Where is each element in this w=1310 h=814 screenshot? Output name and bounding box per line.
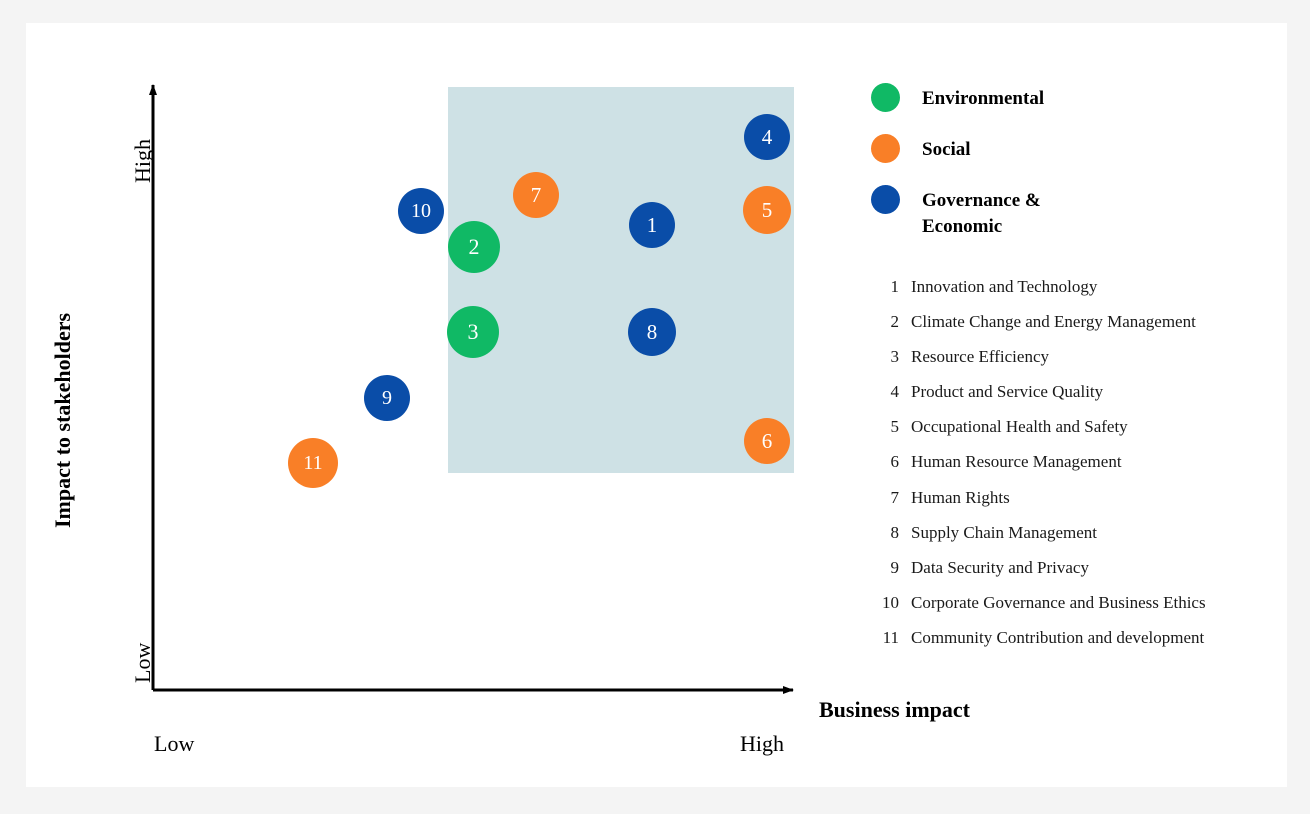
topic-key-list: 1 Innovation and Technology 2 Climate Chang… xyxy=(871,276,1291,662)
key-item-number: 9 xyxy=(890,557,900,577)
highlight-region xyxy=(448,87,794,473)
key-item-label: Climate Change and Energy Management xyxy=(911,312,1196,332)
key-list-item[interactable]: 9 Data Security and Privacy xyxy=(871,557,1291,579)
bubble-7[interactable]: 7 xyxy=(513,172,559,218)
bubble-10[interactable]: 10 xyxy=(398,188,444,234)
bubble-8[interactable]: 8 xyxy=(628,308,676,356)
key-list-item[interactable]: 6 Human Resource Management xyxy=(871,451,1291,473)
legend-item-social[interactable]: Social xyxy=(871,134,1271,163)
key-item-label: Community Contribution and development xyxy=(911,627,1205,647)
key-list-item[interactable]: 3 Resource Efficiency xyxy=(871,346,1291,368)
bubble-5[interactable]: 5 xyxy=(743,186,791,234)
key-list-item[interactable]: 1 Innovation and Technology xyxy=(871,276,1291,298)
key-item-label: Human Resource Management xyxy=(911,452,1122,472)
legend-item-label: Environmental xyxy=(922,88,1045,109)
legend-item-governance-economic[interactable]: Governance & Economic xyxy=(871,185,1271,239)
key-item-label: Occupational Health and Safety xyxy=(911,417,1128,437)
bubble-9[interactable]: 9 xyxy=(364,375,410,421)
legend-item-environmental[interactable]: Environmental xyxy=(871,83,1271,112)
legend-item-label: Governance & Economic xyxy=(922,190,1041,237)
key-list-item[interactable]: 2 Climate Change and Energy Management xyxy=(871,311,1291,333)
legend-swatch-icon xyxy=(871,185,900,214)
key-item-number: 5 xyxy=(890,417,900,437)
key-item-number: 10 xyxy=(882,592,899,612)
bubble-3[interactable]: 3 xyxy=(447,306,499,358)
bubble-4[interactable]: 4 xyxy=(744,114,790,160)
legend-swatch-icon xyxy=(871,134,900,163)
key-list-item[interactable]: 10 Corporate Governance and Business Ethi… xyxy=(871,592,1291,614)
key-item-number: 1 xyxy=(890,277,900,296)
axes xyxy=(149,84,794,694)
bubble-1[interactable]: 1 xyxy=(629,202,675,248)
key-list-item[interactable]: 8 Supply Chain Management xyxy=(871,522,1291,544)
key-item-label: Human Rights xyxy=(911,487,1010,507)
x-tick-low: Low xyxy=(154,731,195,756)
key-item-label: Corporate Governance and Business Ethics xyxy=(911,592,1206,612)
bubble-11[interactable]: 11 xyxy=(288,438,338,488)
key-item-number: 6 xyxy=(890,452,900,472)
key-list-item[interactable]: 7 Human Rights xyxy=(871,487,1291,509)
bubble-6[interactable]: 6 xyxy=(744,418,790,464)
key-item-number: 3 xyxy=(890,347,900,367)
key-item-number: 7 xyxy=(890,487,900,507)
key-item-label: Supply Chain Management xyxy=(911,522,1098,542)
legend-item-label: Social xyxy=(922,139,971,160)
key-item-number: 11 xyxy=(882,627,899,647)
key-item-label: Resource Efficiency xyxy=(911,347,1049,367)
y-axis-title: Impact to stakeholders xyxy=(50,312,75,528)
key-item-number: 8 xyxy=(890,522,900,542)
y-tick-high: High xyxy=(130,139,155,183)
bubble-2[interactable]: 2 xyxy=(448,221,500,273)
x-tick-high: High xyxy=(740,731,784,756)
key-item-number: 4 xyxy=(890,382,900,402)
y-tick-low: Low xyxy=(130,642,155,683)
key-list-item[interactable]: 11 Community Contribution and development xyxy=(871,627,1291,649)
key-item-number: 2 xyxy=(890,312,900,332)
x-axis-title: Business impact xyxy=(819,697,970,722)
key-item-label: Innovation and Technology xyxy=(911,277,1098,296)
key-list-item[interactable]: 5 Occupational Health and Safety xyxy=(871,416,1291,438)
key-item-label: Data Security and Privacy xyxy=(911,557,1089,577)
legend-swatch-icon xyxy=(871,83,900,112)
key-item-label: Product and Service Quality xyxy=(911,382,1104,402)
key-list-item[interactable]: 4 Product and Service Quality xyxy=(871,381,1291,403)
